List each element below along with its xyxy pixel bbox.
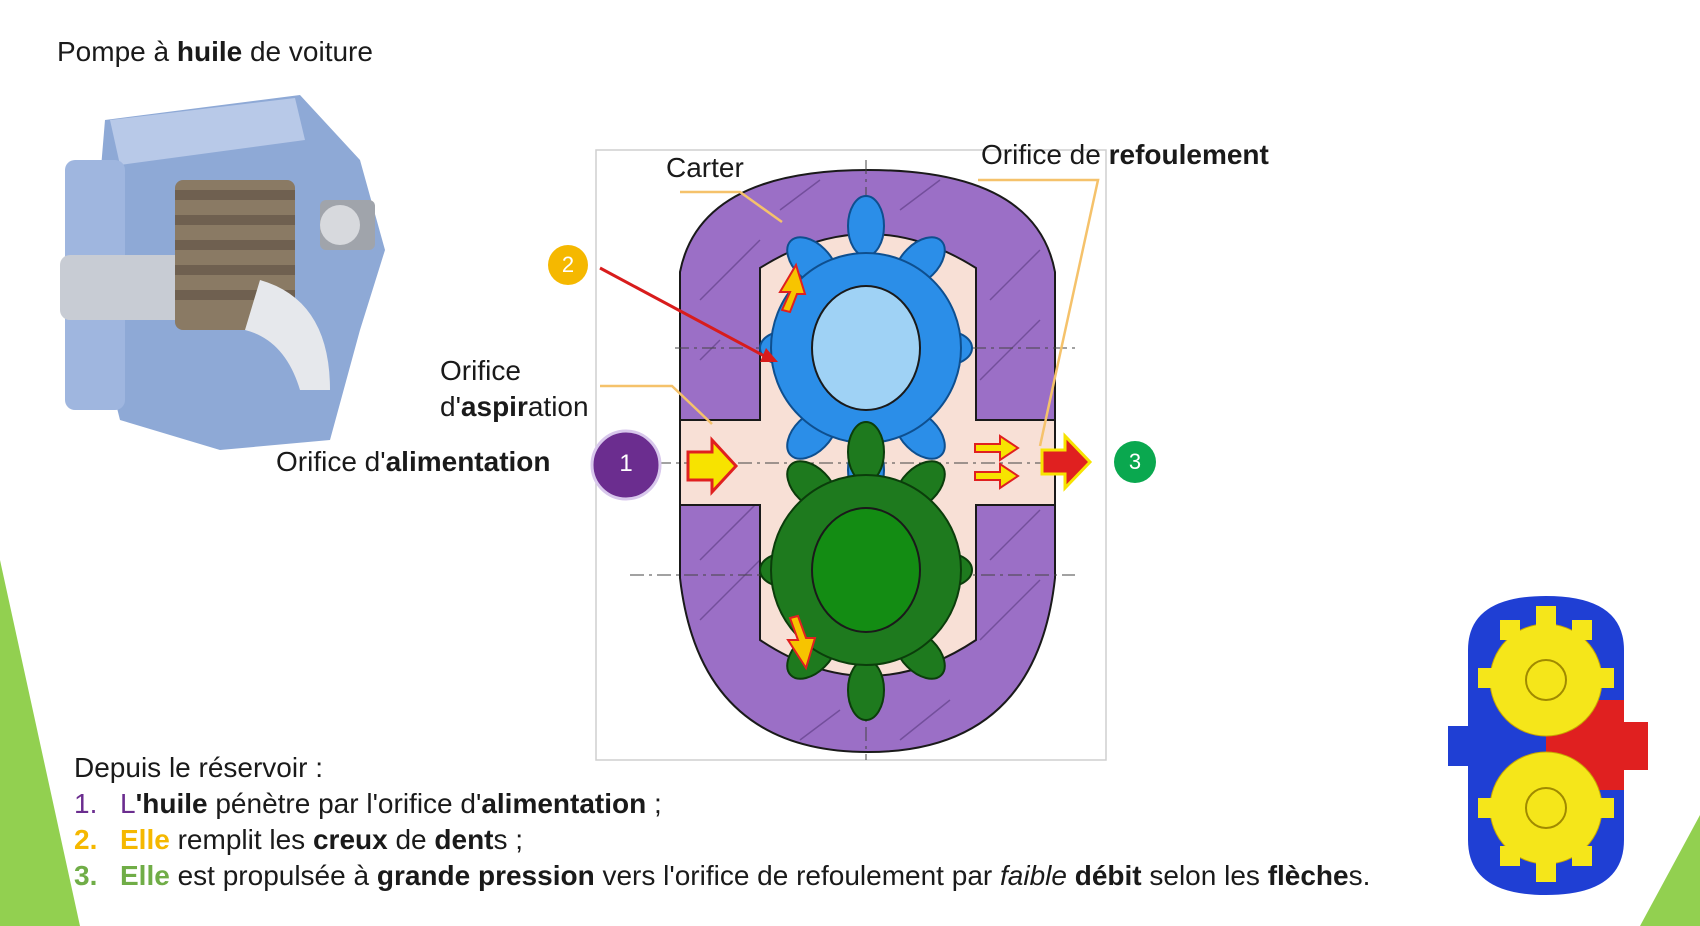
carter-label: Carter (666, 152, 744, 183)
alimentation-label: Orifice d'alimentation (276, 446, 551, 477)
marker-2: 2 (561, 252, 575, 277)
tooth-arrow-up-icon (778, 262, 807, 314)
page-title: Pompe à huile de voiture (57, 36, 373, 67)
steps-list: Depuis le réservoir : 1.L'huile pénètre … (74, 750, 1370, 894)
marker-2-pointer (599, 266, 769, 360)
marker-1: 1 (619, 450, 633, 477)
upper-gear (759, 195, 973, 501)
refoulement-label: Orifice de refoulement (981, 139, 1269, 170)
left-corner-triangle (0, 560, 80, 926)
step-1: 1.L'huile pénètre par l'orifice d'alimen… (74, 788, 662, 819)
intro-text: Depuis le réservoir : (74, 752, 323, 783)
right-corner-triangle (1640, 815, 1700, 926)
lower-gear (759, 421, 973, 721)
inlet-arrow-icon (686, 436, 739, 496)
tooth-arrow-down-icon (786, 614, 817, 671)
outlet-arrow-icon (1040, 432, 1093, 492)
step-2: 2.Elle remplit les creux de dents ; (74, 824, 524, 855)
step-3: 3.Elle est propulsée à grande pression v… (74, 860, 1371, 891)
marker-3: 3 (1128, 449, 1142, 474)
